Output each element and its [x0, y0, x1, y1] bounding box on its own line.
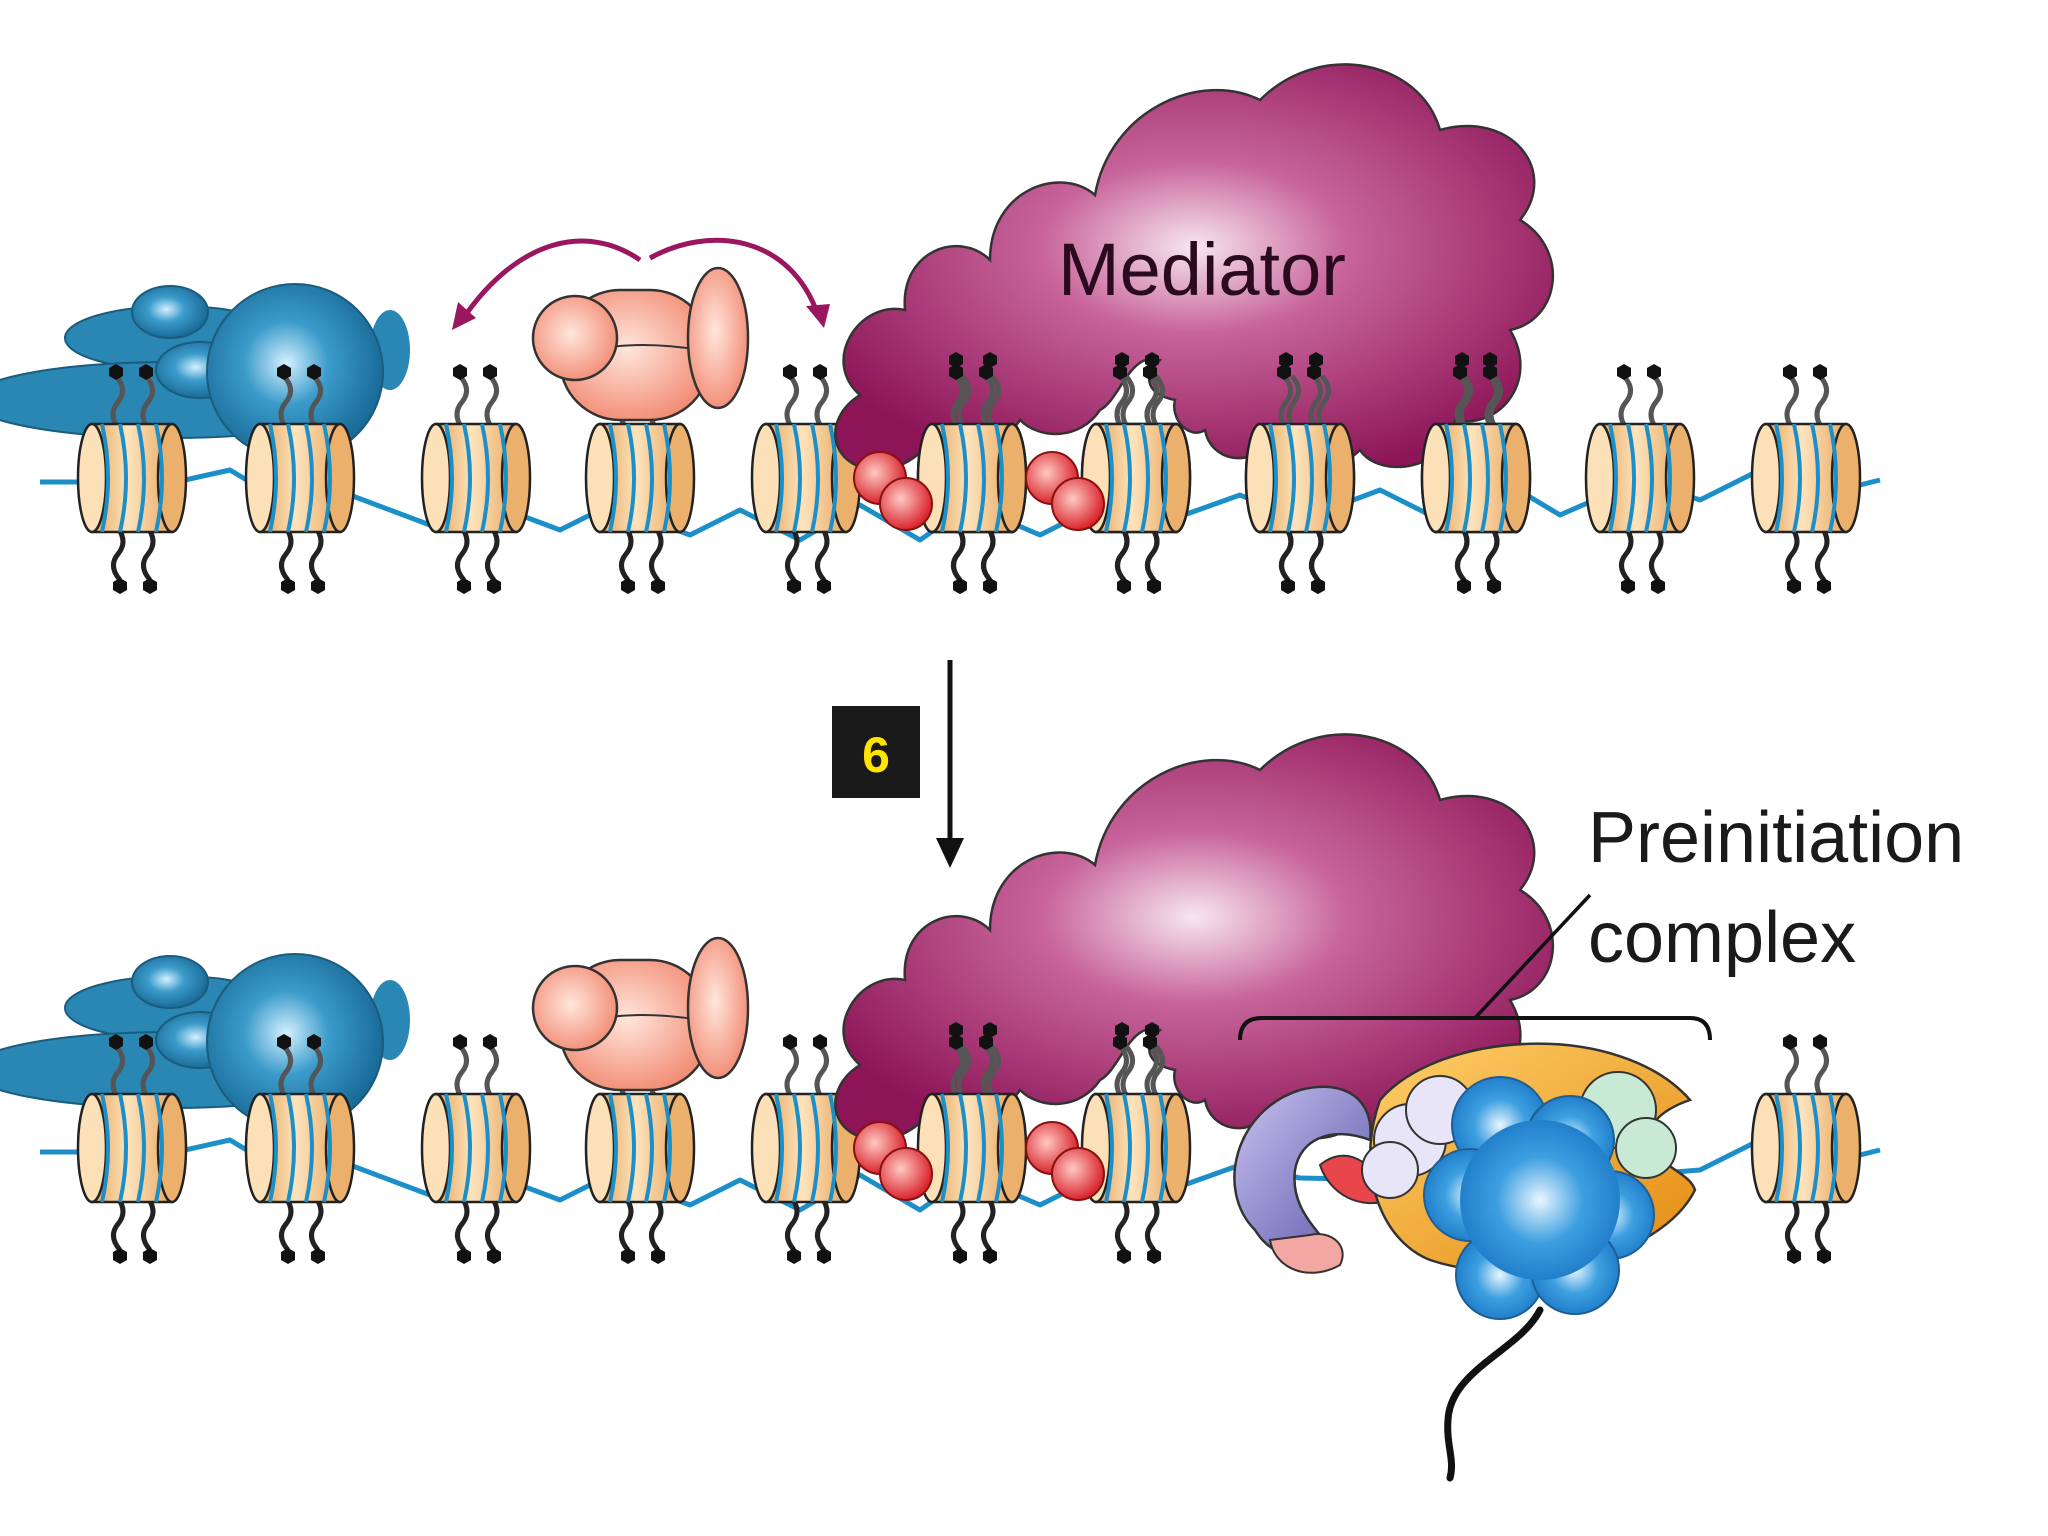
top-row: Mediator [0, 63, 1881, 594]
rna-polymerase [1423, 1076, 1655, 1320]
step-number-box [832, 706, 920, 798]
preinitiation-label-line1: Preinitiation [1588, 798, 1964, 878]
preinitiation-complex [1233, 1016, 1712, 1482]
bottom-row [0, 733, 1881, 1482]
sliding-arrow-left-icon [459, 238, 642, 322]
pic-leader-line [1473, 893, 1592, 1020]
preinitiation-label-line2: complex [1588, 898, 1856, 978]
ctd-tail [1444, 1306, 1544, 1482]
mediator-label: Mediator [1058, 228, 1346, 311]
sliding-arrow-right-icon [648, 237, 821, 316]
step-indicator: 6 [832, 660, 964, 868]
step-number: 6 [862, 727, 890, 783]
chromatin-remodeler-bottom [531, 936, 750, 1092]
chromatin-remodeler-top [531, 266, 750, 422]
